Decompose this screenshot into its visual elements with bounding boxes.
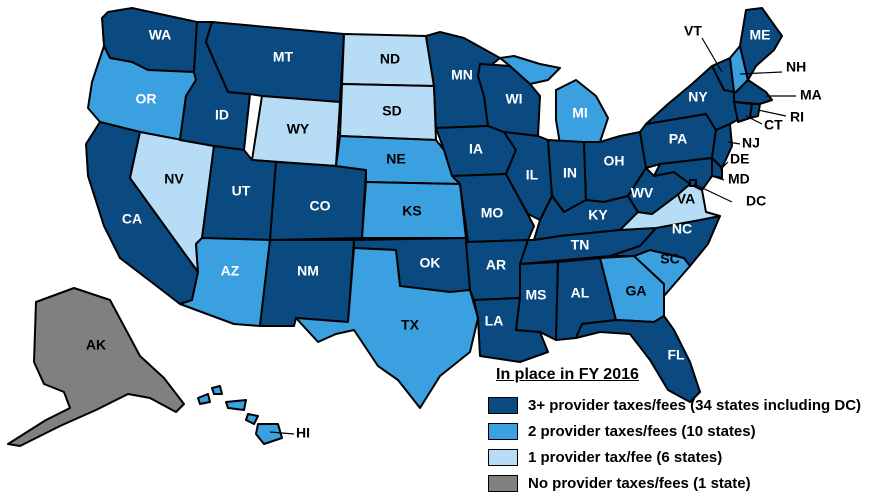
label-sd: SD xyxy=(382,103,401,119)
state-mi[interactable] xyxy=(555,79,609,145)
legend-swatch-1 xyxy=(488,448,518,466)
label-la: LA xyxy=(485,313,504,329)
leader-ct xyxy=(745,115,763,125)
label-nc: NC xyxy=(672,221,692,237)
legend-label-0: No provider taxes/fees (1 state) xyxy=(528,474,751,492)
legend-label-2: 2 provider taxes/fees (10 states) xyxy=(528,422,756,440)
label-ar: AR xyxy=(486,257,506,273)
leader-de xyxy=(719,161,729,171)
label-il: IL xyxy=(526,167,539,183)
label-ks: KS xyxy=(402,203,421,219)
legend-swatch-2 xyxy=(488,422,518,440)
state-hi-2[interactable] xyxy=(211,385,223,395)
label-ny: NY xyxy=(688,89,708,105)
state-il[interactable] xyxy=(503,131,553,221)
label-vt: VT xyxy=(684,23,702,39)
label-or: OR xyxy=(136,91,157,107)
label-wi: WI xyxy=(505,91,522,107)
label-tx: TX xyxy=(401,317,420,333)
label-ri: RI xyxy=(790,109,804,125)
legend-swatch-3plus xyxy=(488,396,518,414)
label-az: AZ xyxy=(221,263,240,279)
label-ia: IA xyxy=(469,141,483,157)
label-ca: CA xyxy=(122,211,142,227)
label-me: ME xyxy=(750,27,771,43)
leader-ri xyxy=(757,109,787,117)
label-ak: AK xyxy=(86,337,106,353)
state-hi-5[interactable] xyxy=(255,423,283,445)
label-id: ID xyxy=(215,107,229,123)
leader-vt xyxy=(701,37,723,73)
leader-md xyxy=(711,175,725,181)
state-nm[interactable] xyxy=(259,239,355,327)
label-wy: WY xyxy=(287,121,310,137)
state-hi-4[interactable] xyxy=(245,413,259,425)
label-de: DE xyxy=(730,151,749,167)
label-oh: OH xyxy=(604,153,625,169)
state-me[interactable] xyxy=(739,7,783,81)
label-ma: MA xyxy=(800,87,822,103)
label-mo: MO xyxy=(481,205,504,221)
legend-swatch-0 xyxy=(488,474,518,492)
state-tx[interactable] xyxy=(295,247,479,409)
legend-label-3plus: 3+ provider taxes/fees (34 states includ… xyxy=(528,396,862,414)
state-hi-3[interactable] xyxy=(225,399,247,411)
leader-nh xyxy=(739,71,783,75)
label-ky: KY xyxy=(588,207,608,223)
legend-label-1: 1 provider tax/fee (6 states) xyxy=(528,448,723,466)
leader-nj xyxy=(727,141,741,145)
state-nj[interactable] xyxy=(711,123,733,169)
label-nm: NM xyxy=(297,263,319,279)
label-nd: ND xyxy=(380,51,400,67)
leader-dc xyxy=(693,183,733,203)
label-tn: TN xyxy=(571,237,590,253)
legend: In place in FY 2016 3+ provider taxes/fe… xyxy=(488,366,884,496)
label-md: MD xyxy=(728,171,750,187)
label-ut: UT xyxy=(232,183,251,199)
label-al: AL xyxy=(571,285,590,301)
legend-row-0: No provider taxes/fees (1 state) xyxy=(488,470,884,496)
label-nj: NJ xyxy=(742,135,760,151)
state-ct[interactable] xyxy=(733,101,753,123)
label-ok: OK xyxy=(420,255,441,271)
label-dc: DC xyxy=(746,193,766,209)
label-ne: NE xyxy=(386,151,405,167)
label-nv: NV xyxy=(164,171,184,187)
state-mi-upper[interactable] xyxy=(499,55,561,85)
legend-title: In place in FY 2016 xyxy=(496,366,639,383)
label-fl: FL xyxy=(667,347,685,363)
label-ga: GA xyxy=(626,283,647,299)
label-hi: HI xyxy=(296,425,310,441)
state-ri[interactable] xyxy=(749,103,761,119)
legend-row-1: 1 provider tax/fee (6 states) xyxy=(488,444,884,470)
label-mn: MN xyxy=(451,67,473,83)
label-co: CO xyxy=(310,198,331,214)
state-hi-1[interactable] xyxy=(197,393,211,405)
label-in: IN xyxy=(563,165,577,181)
label-mi: MI xyxy=(572,105,588,121)
leader-hi xyxy=(269,431,295,435)
label-nh: NH xyxy=(786,59,806,75)
legend-row-2: 2 provider taxes/fees (10 states) xyxy=(488,418,884,444)
label-pa: PA xyxy=(669,131,687,147)
legend-row-3plus: 3+ provider taxes/fees (34 states includ… xyxy=(488,392,884,418)
label-ms: MS xyxy=(526,287,547,303)
state-ak[interactable] xyxy=(7,287,185,447)
label-wa: WA xyxy=(149,27,172,43)
label-wv: WV xyxy=(631,185,654,201)
state-fl[interactable] xyxy=(575,315,701,403)
label-ct: CT xyxy=(764,117,783,133)
label-mt: MT xyxy=(273,49,294,65)
label-sc: SC xyxy=(660,251,679,267)
label-va: VA xyxy=(677,191,695,207)
